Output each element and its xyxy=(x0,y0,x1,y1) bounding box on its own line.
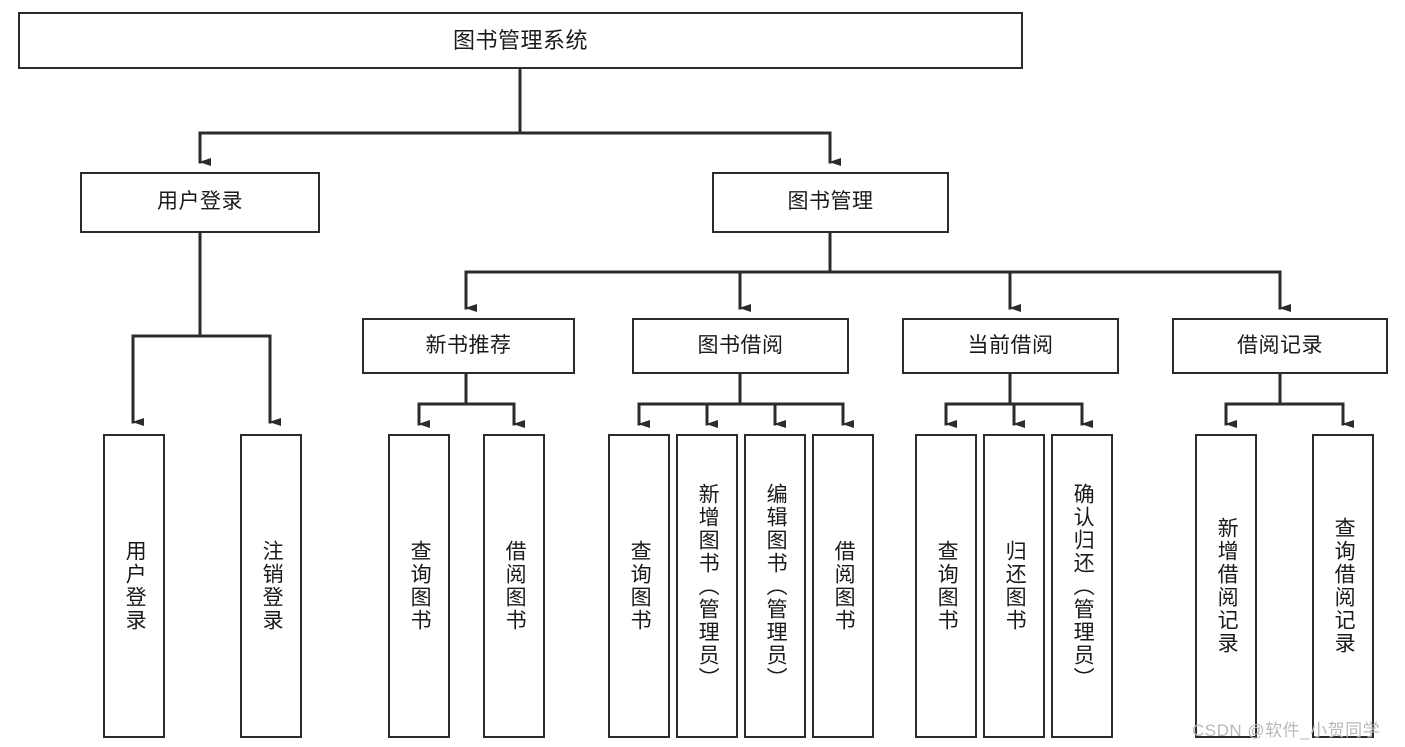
node-leaf-borrow-book-1[interactable]: 借阅图书 xyxy=(483,434,545,738)
node-book-borrow-label: 图书借阅 xyxy=(697,333,784,357)
node-leaf-user-logout-label: 注销登录 xyxy=(260,540,284,632)
node-new-book-recommend[interactable]: 新书推荐 xyxy=(362,318,575,374)
node-leaf-add-record[interactable]: 新增借阅记录 xyxy=(1195,434,1257,738)
node-leaf-query-book-1-label: 查询图书 xyxy=(408,540,432,632)
node-borrow-record[interactable]: 借阅记录 xyxy=(1172,318,1388,374)
node-root-system[interactable]: 图书管理系统 xyxy=(18,12,1023,69)
node-leaf-return-book[interactable]: 归还图书 xyxy=(983,434,1045,738)
node-leaf-query-book-3-label: 查询图书 xyxy=(935,540,959,632)
node-leaf-user-logout[interactable]: 注销登录 xyxy=(240,434,302,738)
node-leaf-query-book-2-label: 查询图书 xyxy=(628,540,652,632)
node-new-book-recommend-label: 新书推荐 xyxy=(425,333,512,357)
node-book-borrow[interactable]: 图书借阅 xyxy=(632,318,849,374)
node-user-login[interactable]: 用户登录 xyxy=(80,172,320,233)
node-leaf-borrow-book-2-label: 借阅图书 xyxy=(832,540,856,632)
node-leaf-return-book-label: 归还图书 xyxy=(1003,540,1027,632)
node-leaf-query-record[interactable]: 查询借阅记录 xyxy=(1312,434,1374,738)
node-user-login-label: 用户登录 xyxy=(157,190,243,214)
node-root-system-label: 图书管理系统 xyxy=(452,27,588,53)
node-leaf-borrow-book-2[interactable]: 借阅图书 xyxy=(812,434,874,738)
node-leaf-edit-book-label: 编辑图书（管理员） xyxy=(764,482,788,690)
node-leaf-user-login[interactable]: 用户登录 xyxy=(103,434,165,738)
node-leaf-query-record-label: 查询借阅记录 xyxy=(1332,517,1356,655)
node-leaf-query-book-2[interactable]: 查询图书 xyxy=(608,434,670,738)
node-leaf-add-record-label: 新增借阅记录 xyxy=(1215,517,1239,655)
node-borrow-record-label: 借阅记录 xyxy=(1237,333,1323,357)
node-leaf-borrow-book-1-label: 借阅图书 xyxy=(503,540,527,632)
node-leaf-confirm-return[interactable]: 确认归还（管理员） xyxy=(1051,434,1113,738)
node-current-borrow-label: 当前借阅 xyxy=(967,333,1054,357)
node-leaf-add-book[interactable]: 新增图书（管理员） xyxy=(676,434,738,738)
node-leaf-edit-book[interactable]: 编辑图书（管理员） xyxy=(744,434,806,738)
node-book-manage[interactable]: 图书管理 xyxy=(712,172,949,233)
node-current-borrow[interactable]: 当前借阅 xyxy=(902,318,1119,374)
watermark: CSDN @软件_小贺同学 xyxy=(1192,721,1381,740)
node-leaf-user-login-label: 用户登录 xyxy=(123,540,147,632)
node-leaf-query-book-3[interactable]: 查询图书 xyxy=(915,434,977,738)
node-leaf-confirm-return-label: 确认归还（管理员） xyxy=(1071,482,1095,690)
node-leaf-query-book-1[interactable]: 查询图书 xyxy=(388,434,450,738)
node-leaf-add-book-label: 新增图书（管理员） xyxy=(696,482,720,690)
node-book-manage-label: 图书管理 xyxy=(787,190,874,214)
